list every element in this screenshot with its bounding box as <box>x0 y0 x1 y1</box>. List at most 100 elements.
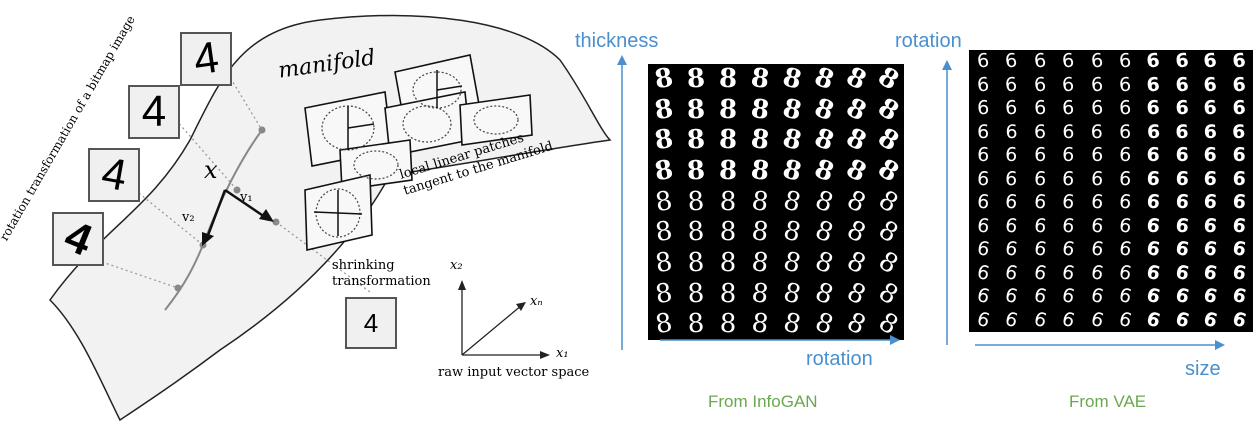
digit-sample: 6 <box>1033 167 1047 190</box>
digit-sample: 8 <box>780 215 804 249</box>
x-symbol: x <box>204 156 218 184</box>
digit-sample: 6 <box>1004 73 1019 96</box>
digit-sample: 6 <box>1089 49 1104 73</box>
infogan-caption: From InfoGAN <box>708 392 818 411</box>
digit-sample: 6 <box>1232 120 1246 143</box>
digit-sample: 8 <box>779 154 805 188</box>
digit-sample: 6 <box>975 49 991 73</box>
digit-sample: 6 <box>1174 73 1190 96</box>
digit-sample: 6 <box>1175 143 1190 167</box>
digit-sample: 6 <box>1033 143 1047 167</box>
vae-y-arrow <box>942 60 952 345</box>
vae-y-label: rotation <box>895 30 962 52</box>
digit-sample: 6 <box>1146 96 1161 120</box>
digit-sample: 6 <box>1201 307 1220 332</box>
digit-sample: 6 <box>1005 143 1019 167</box>
digit-sample: 6 <box>1117 49 1133 73</box>
axis-xn-label: xₙ <box>530 294 543 309</box>
v2-label: v₂ <box>182 210 195 225</box>
digit-sample: 6 <box>1203 167 1218 190</box>
digit-sample: 8 <box>749 246 771 280</box>
digit-sample: 8 <box>748 154 772 188</box>
digit-sample: 6 <box>1118 167 1133 190</box>
digit-sample: 8 <box>718 63 738 95</box>
digit-label: 4 <box>141 87 167 136</box>
digit-sample: 6 <box>1005 120 1018 143</box>
digit-box-shrunk: 4 <box>345 297 397 349</box>
digit-sample: 6 <box>1005 96 1018 120</box>
digit-sample: 6 <box>1203 120 1217 143</box>
axis-x2-label: x₂ <box>450 258 463 273</box>
digit-sample: 6 <box>1033 73 1047 96</box>
digit-sample: 8 <box>685 63 707 95</box>
digit-sample: 6 <box>1033 120 1047 143</box>
digit-sample: 6 <box>1230 49 1247 73</box>
digit-label: 4 <box>363 308 379 338</box>
digit-sample: 6 <box>1116 307 1135 332</box>
digit-sample: 8 <box>780 246 804 280</box>
digit-sample: 6 <box>1032 190 1048 214</box>
digit-label: 4 <box>190 32 222 85</box>
digit-sample: 8 <box>780 185 804 219</box>
manifold-figure: 4 4 4 4 4 rotation transformation of a b… <box>0 0 620 429</box>
digit-sample: 6 <box>1146 167 1162 190</box>
digit-sample: 6 <box>1032 49 1048 73</box>
digit-sample: 6 <box>1202 49 1219 73</box>
digit-sample: 6 <box>1062 120 1075 143</box>
digit-sample: 6 <box>1004 190 1019 214</box>
digit-sample: 6 <box>1146 120 1161 143</box>
digit-sample: 8 <box>779 92 805 127</box>
digit-sample: 8 <box>748 124 772 157</box>
digit-sample: 6 <box>1202 73 1218 96</box>
digit-sample: 8 <box>780 277 804 311</box>
infogan-y-label: thickness <box>575 30 659 52</box>
digit-sample: 6 <box>1089 190 1105 214</box>
digit-sample: 6 <box>1119 120 1132 143</box>
vector-space-axes <box>461 285 545 356</box>
digit-sample: 8 <box>779 123 805 158</box>
digit-sample: 6 <box>1144 307 1164 332</box>
digit-sample: 6 <box>1090 96 1104 120</box>
digit-sample: 6 <box>1004 167 1019 190</box>
digit-sample: 6 <box>1061 96 1075 120</box>
digit-sample: 6 <box>974 307 993 332</box>
digit-sample: 8 <box>686 216 706 248</box>
vae-caption: From VAE <box>1069 392 1147 411</box>
digit-sample: 6 <box>1061 49 1076 73</box>
shrinking-line1: shrinking <box>332 258 395 273</box>
digit-sample: 8 <box>749 216 771 249</box>
digit-box-4: 4 <box>52 211 104 266</box>
digit-sample: 6 <box>1174 190 1190 214</box>
infogan-x-label: rotation <box>806 348 873 370</box>
digit-sample: 6 <box>1090 120 1103 143</box>
digit-sample: 6 <box>1004 49 1019 73</box>
digit-sample: 6 <box>1203 96 1218 120</box>
v1-label: v₁ <box>240 190 253 205</box>
digit-sample: 6 <box>1061 190 1076 214</box>
digit-box-1: 4 <box>180 32 232 86</box>
digit-sample: 6 <box>976 190 991 214</box>
digit-sample: 6 <box>1061 167 1076 190</box>
digit-sample: 8 <box>748 62 772 96</box>
digit-sample: 6 <box>1061 143 1075 167</box>
digit-sample: 6 <box>1231 96 1246 120</box>
digit-sample: 8 <box>686 247 706 279</box>
digit-sample: 6 <box>976 143 990 167</box>
digit-sample: 8 <box>719 217 737 248</box>
digit-sample: 6 <box>1031 307 1050 332</box>
digit-sample: 8 <box>779 62 805 96</box>
infogan-y-arrow <box>617 55 627 350</box>
digit-box-2: 4 <box>128 85 180 139</box>
digit-sample: 6 <box>1145 190 1162 214</box>
digit-sample: 6 <box>1090 167 1104 190</box>
digit-sample: 6 <box>1146 73 1161 96</box>
digit-sample: 6 <box>1203 143 1218 167</box>
digit-sample: 6 <box>1174 49 1190 73</box>
digit-label: 4 <box>97 148 131 201</box>
digit-sample: 6 <box>977 120 990 143</box>
digit-sample: 6 <box>1174 96 1189 120</box>
digit-sample: 8 <box>686 186 706 218</box>
